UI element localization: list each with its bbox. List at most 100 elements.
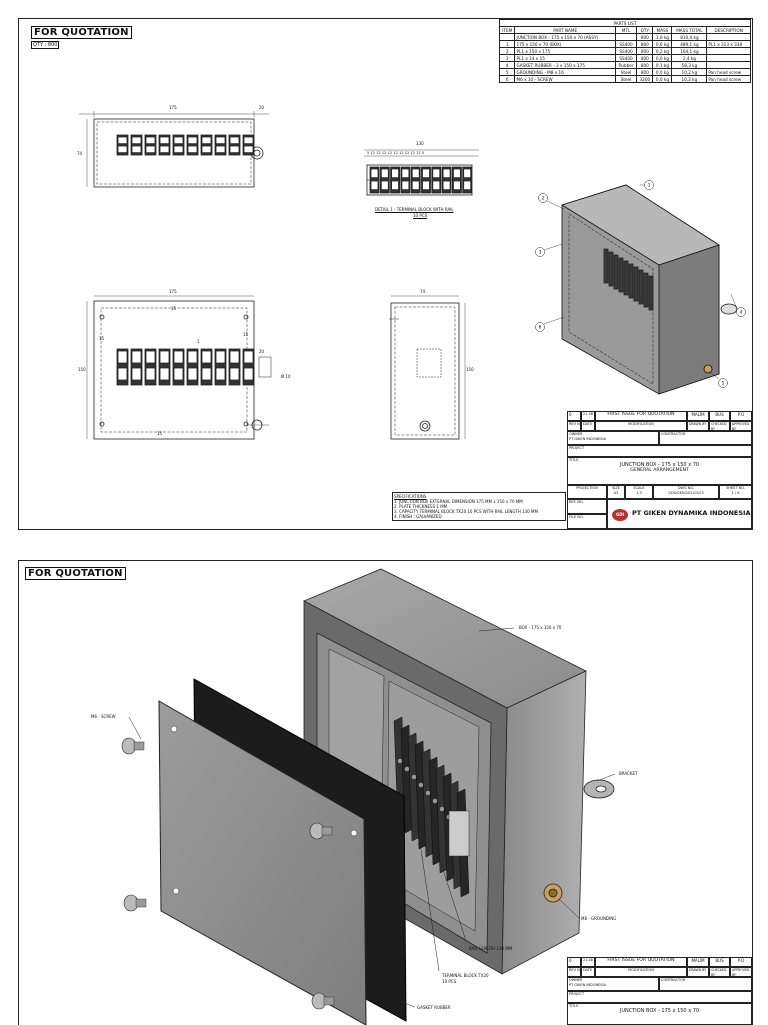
dim-detail-width: 130 xyxy=(416,141,424,146)
balloon-number: 5 xyxy=(722,381,725,387)
detail-caption: DETAIL 1 - TERMINAL BLOCK WITH RAIL xyxy=(375,207,454,212)
balloon-number: 3 xyxy=(539,250,542,256)
terminal-slot xyxy=(370,168,379,179)
qty-badge: QTY : 800 xyxy=(31,41,60,49)
h-checked: CHECKED BY xyxy=(709,421,730,431)
terminal-block xyxy=(431,166,442,194)
terminal-slot xyxy=(131,136,142,145)
parts-cell: 6 xyxy=(498,75,516,83)
terminal-block-stack xyxy=(393,716,470,898)
checked-by: BUS xyxy=(709,957,730,967)
top-view-terminal-blocks xyxy=(116,348,255,386)
terminal-slot xyxy=(229,136,240,145)
terminal-block xyxy=(410,166,421,194)
terminal-block xyxy=(390,166,401,194)
h-approved: APPROVED BY xyxy=(730,967,752,977)
terminal-slot xyxy=(391,180,400,191)
terminal-slot xyxy=(131,145,142,154)
terminal-slot xyxy=(215,136,226,145)
size-value: A3 xyxy=(613,491,619,495)
terminal-slot xyxy=(432,168,441,179)
terminal-slot xyxy=(215,350,226,364)
owner-value: PT GIKEN INDONESIA xyxy=(569,437,606,441)
terminal-slot xyxy=(370,180,379,191)
terminal-slot xyxy=(201,136,212,145)
terminal-slot xyxy=(173,136,184,145)
title-label: TITLE xyxy=(569,1004,579,1008)
terminal-slot xyxy=(117,350,128,364)
checked-by: BUS xyxy=(709,411,730,421)
terminal-slot xyxy=(145,145,156,154)
callout-rail-length: RAIL LENGTH 130 MM xyxy=(469,946,513,951)
terminal-slot xyxy=(117,145,128,154)
screw-shank xyxy=(133,741,145,751)
h-mod: MODIFICATION xyxy=(595,967,687,977)
owner-label: OWNER xyxy=(569,432,583,436)
specifications-box: SPECIFICATIONS 1. JUNCTION BOX EXTERNAL … xyxy=(392,492,566,521)
callout-terminal-qty: 10 PCS xyxy=(442,979,457,984)
terminal-slot xyxy=(391,168,400,179)
issue-text: FIRST ISSUE FOR QUOTATION xyxy=(595,957,687,967)
spec-line: 3. CAPACITY TERMINAL BLOCK TX20 10 PCS W… xyxy=(394,509,538,514)
terminal-block xyxy=(643,272,649,308)
dim-side-width: 74 xyxy=(420,289,426,294)
h-approved: APPROVED BY xyxy=(730,421,752,431)
callout-bracket: BRACKET xyxy=(619,771,638,776)
dwg-label: DWG NO. xyxy=(677,486,695,490)
terminal-screw-icon xyxy=(439,806,445,812)
terminal-block xyxy=(214,134,227,156)
callout-gasket: GASKET RUBBER xyxy=(417,1005,451,1010)
parts-cell: Steel xyxy=(614,75,638,83)
terminal-block xyxy=(623,260,629,296)
terminal-slot xyxy=(463,168,472,179)
terminal-block xyxy=(628,263,634,299)
terminal-slot xyxy=(243,136,254,145)
terminal-slot xyxy=(229,350,240,364)
terminal-slot xyxy=(117,367,128,381)
dim-top-height: 150 xyxy=(78,367,86,372)
dwg-value: GDS/GEN/2022/3/23 xyxy=(668,491,704,495)
dim-15-right: 15 xyxy=(243,332,249,337)
terminal-slot xyxy=(173,145,184,154)
dim-15-top: 15 xyxy=(171,306,177,311)
terminal-screw-icon xyxy=(418,782,424,788)
callout-terminal-block: TERMINAL BLOCK TX20 xyxy=(442,973,489,978)
header-for-quotation-2: FOR QUOTATION xyxy=(25,567,126,580)
terminal-slot xyxy=(243,350,254,364)
terminal-block xyxy=(648,275,654,311)
terminal-slot xyxy=(131,367,142,381)
rev-no: 0 xyxy=(567,411,581,421)
terminal-slot xyxy=(187,367,198,381)
terminal-slot xyxy=(145,350,156,364)
title-block-2: 021.08 2023FIRST ISSUE FOR QUOTATIONMALI… xyxy=(567,957,752,1025)
terminal-block xyxy=(228,134,241,156)
dim-15-left: 15 xyxy=(99,336,105,341)
title-label: TITLE xyxy=(569,458,579,462)
item-balloon xyxy=(644,180,654,190)
terminal-block xyxy=(158,134,171,156)
rev-date: 21.08 2023 xyxy=(581,957,595,967)
terminal-slot xyxy=(432,180,441,191)
callout-box: BOX - 175 x 150 x 70 xyxy=(519,625,562,630)
dim-top-width: 175 xyxy=(169,289,177,294)
callout-m6-screw: M6 - SCREW xyxy=(91,714,116,719)
dim-front-width: 175 xyxy=(169,105,177,110)
terminal-block xyxy=(618,257,624,293)
terminal-slot xyxy=(201,350,212,364)
owner-label: OWNER xyxy=(569,978,583,982)
terminal-slot xyxy=(187,350,198,364)
terminal-block xyxy=(186,134,199,156)
terminal-slot xyxy=(422,168,430,179)
header-for-quotation: FOR QUOTATION xyxy=(31,26,132,39)
terminal-slot xyxy=(187,136,198,145)
terminal-block xyxy=(116,134,129,156)
